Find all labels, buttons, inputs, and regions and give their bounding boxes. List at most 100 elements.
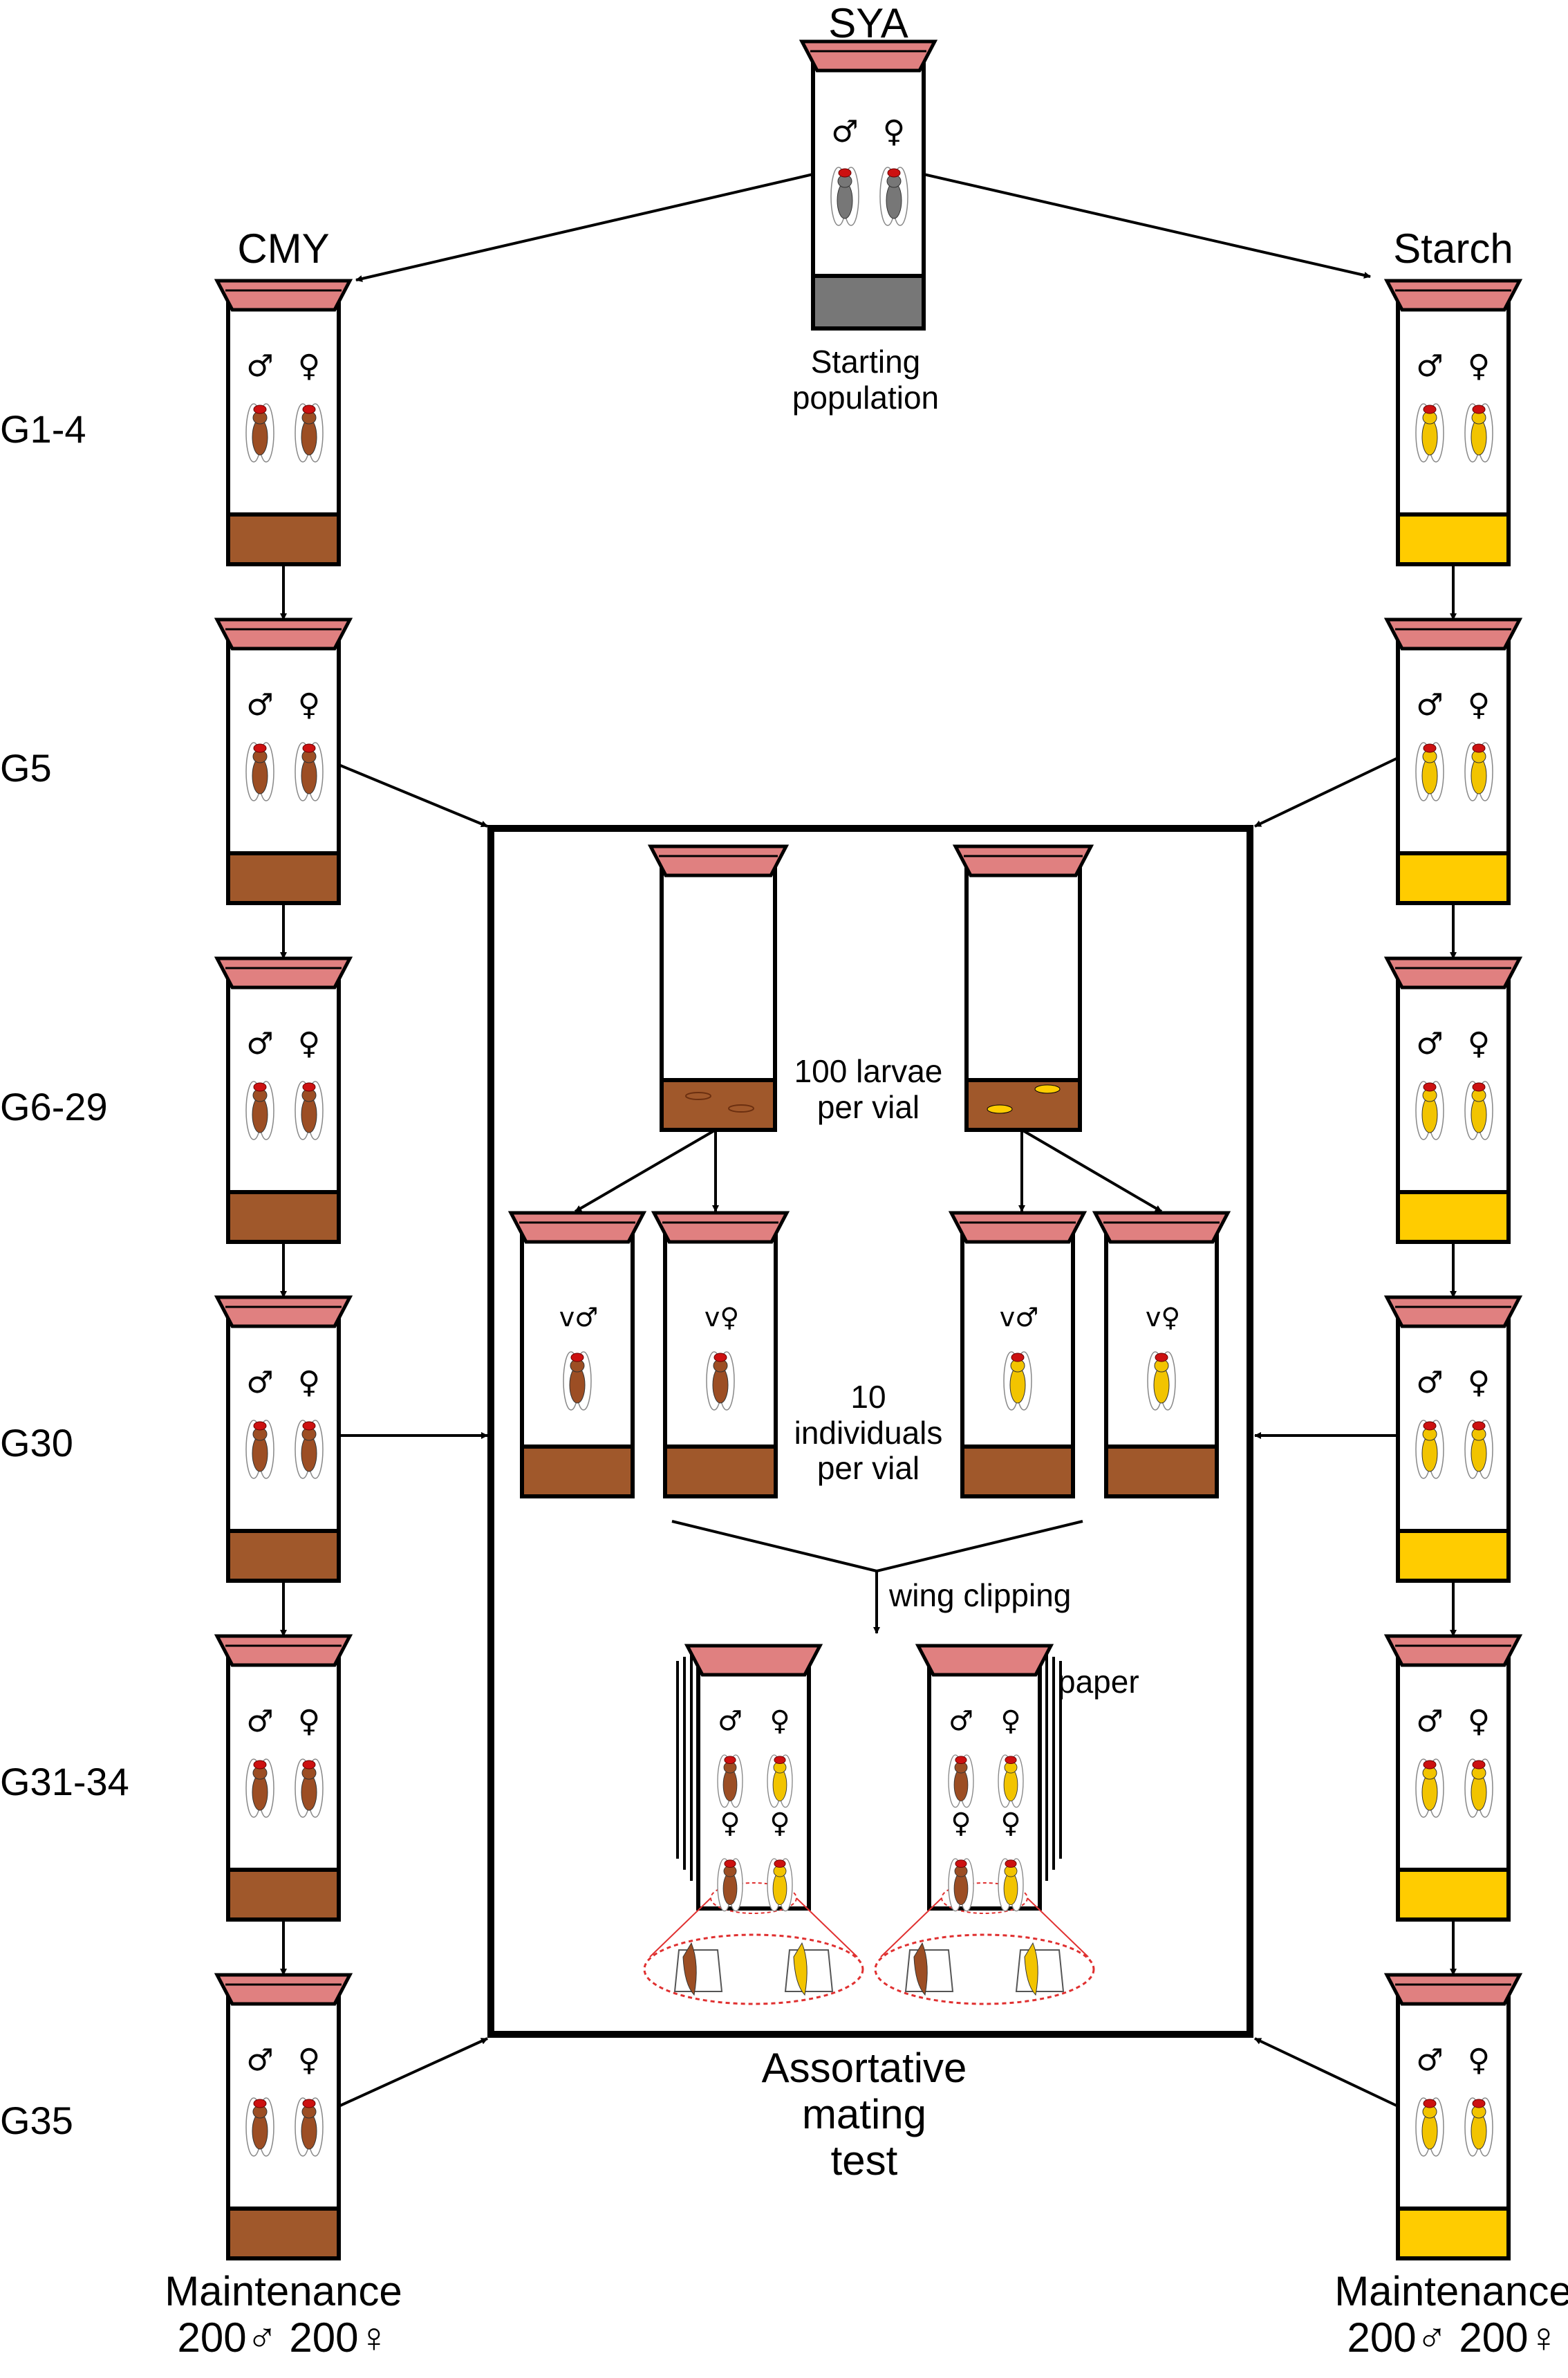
fly-icon [767, 1858, 793, 1912]
sex-symbol: ♀ [720, 1808, 740, 1839]
sex-symbol: ♀ [1468, 1365, 1490, 1400]
abdomen [252, 1096, 268, 1133]
vial-food [226, 1190, 341, 1244]
sex-symbol: ♀ [1468, 349, 1490, 384]
head [1005, 1756, 1017, 1765]
abdomen [1003, 1872, 1018, 1906]
sex-symbol: v♂ [1000, 1302, 1039, 1332]
fly-abdomen [682, 1942, 697, 1996]
larva [685, 1092, 711, 1100]
vial-food [964, 1078, 1082, 1132]
assortative-label: Assortative mating test [761, 2045, 967, 2184]
sex-symbol: ♀ [1000, 1705, 1020, 1737]
head [302, 1082, 316, 1092]
head [253, 1082, 267, 1092]
fly-icon [563, 1351, 592, 1411]
arrow [923, 173, 1371, 279]
fly-icon [767, 1754, 793, 1808]
head [1472, 1760, 1486, 1769]
head [302, 1421, 316, 1431]
starch-vial-g30 [1383, 1295, 1523, 1583]
fly-icon [1464, 1420, 1493, 1479]
abdomen [301, 418, 317, 456]
abdomen [953, 1768, 969, 1802]
fly-icon [1464, 742, 1493, 801]
vial-food [226, 2207, 341, 2260]
vial-cap [952, 844, 1094, 877]
vial-food [226, 1529, 341, 1583]
fly-abdomen [913, 1942, 928, 1996]
head [253, 405, 267, 414]
head [1423, 1760, 1437, 1769]
sex-symbol: ♀ [298, 1365, 320, 1400]
sex-symbol: ♀ [298, 2043, 320, 2078]
head [1472, 405, 1486, 414]
vial-cap [1383, 1973, 1523, 2006]
abdomen [772, 1872, 787, 1906]
vial-food [1396, 1190, 1511, 1244]
head [713, 1353, 727, 1362]
head [253, 1760, 267, 1769]
abdomen [301, 757, 317, 795]
fly-icon [295, 742, 324, 801]
sex-symbol: ♂ [1416, 1704, 1443, 1739]
sex-symbol: ♂ [718, 1705, 743, 1737]
sya-label: SYA [828, 0, 908, 46]
fly-icon [717, 1754, 743, 1808]
abdomen [1421, 418, 1438, 456]
head [1155, 1353, 1168, 1362]
fly-icon [706, 1351, 735, 1411]
fly-icon [295, 1081, 324, 1140]
arrow [355, 173, 814, 282]
vial-cap [214, 617, 353, 651]
abdomen [301, 1774, 317, 1811]
abdomen [1471, 1774, 1487, 1811]
fly-icon [1003, 1351, 1032, 1411]
vial-food [1104, 1445, 1219, 1498]
sex-symbol: ♂ [1416, 1026, 1443, 1061]
assortative-test-vial [643, 1644, 864, 2005]
head [253, 1421, 267, 1431]
abdomen [1421, 2112, 1438, 2150]
cmy-vial-g6-29 [214, 956, 353, 1244]
cmy-vial-g30 [214, 1295, 353, 1583]
arrow [338, 2037, 488, 2108]
vial-cap [1383, 279, 1523, 312]
fly-icon [998, 1858, 1024, 1912]
abdomen [1421, 1774, 1438, 1811]
sex-symbol: ♂ [949, 1705, 973, 1737]
fly-icon [245, 1420, 274, 1479]
fly-icon [1415, 2097, 1444, 2157]
vial-cap [1383, 1295, 1523, 1328]
abdomen [1153, 1366, 1170, 1404]
vial-cap [1383, 617, 1523, 651]
head [1423, 743, 1437, 753]
arrow [1254, 756, 1399, 828]
clipped-wing [1015, 1949, 1065, 1992]
paper-label: paper [1058, 1664, 1139, 1700]
fly-icon [1464, 403, 1493, 463]
vial-cap [647, 844, 790, 877]
sex-symbol: v♀ [1146, 1302, 1180, 1332]
sya-starting-vial [799, 39, 938, 331]
head [302, 1760, 316, 1769]
head [774, 1859, 786, 1868]
abdomen [722, 1768, 738, 1802]
head [302, 743, 316, 753]
generation-label: G1-4 [0, 407, 86, 451]
abdomen [301, 2112, 317, 2150]
abdomen [569, 1366, 586, 1404]
assortative-mating-box [487, 825, 1253, 2038]
vial-food [663, 1445, 778, 1498]
vial-cap [651, 1211, 790, 1244]
starch-label: Starch [1393, 225, 1513, 272]
generation-label: G5 [0, 746, 52, 790]
abdomen [772, 1768, 787, 1802]
sex-symbol: ♀ [1468, 1026, 1490, 1061]
larva [987, 1104, 1013, 1114]
abdomen [1471, 757, 1487, 795]
head [724, 1756, 736, 1765]
arrow [1254, 2037, 1399, 2108]
fly-icon [245, 1081, 274, 1140]
